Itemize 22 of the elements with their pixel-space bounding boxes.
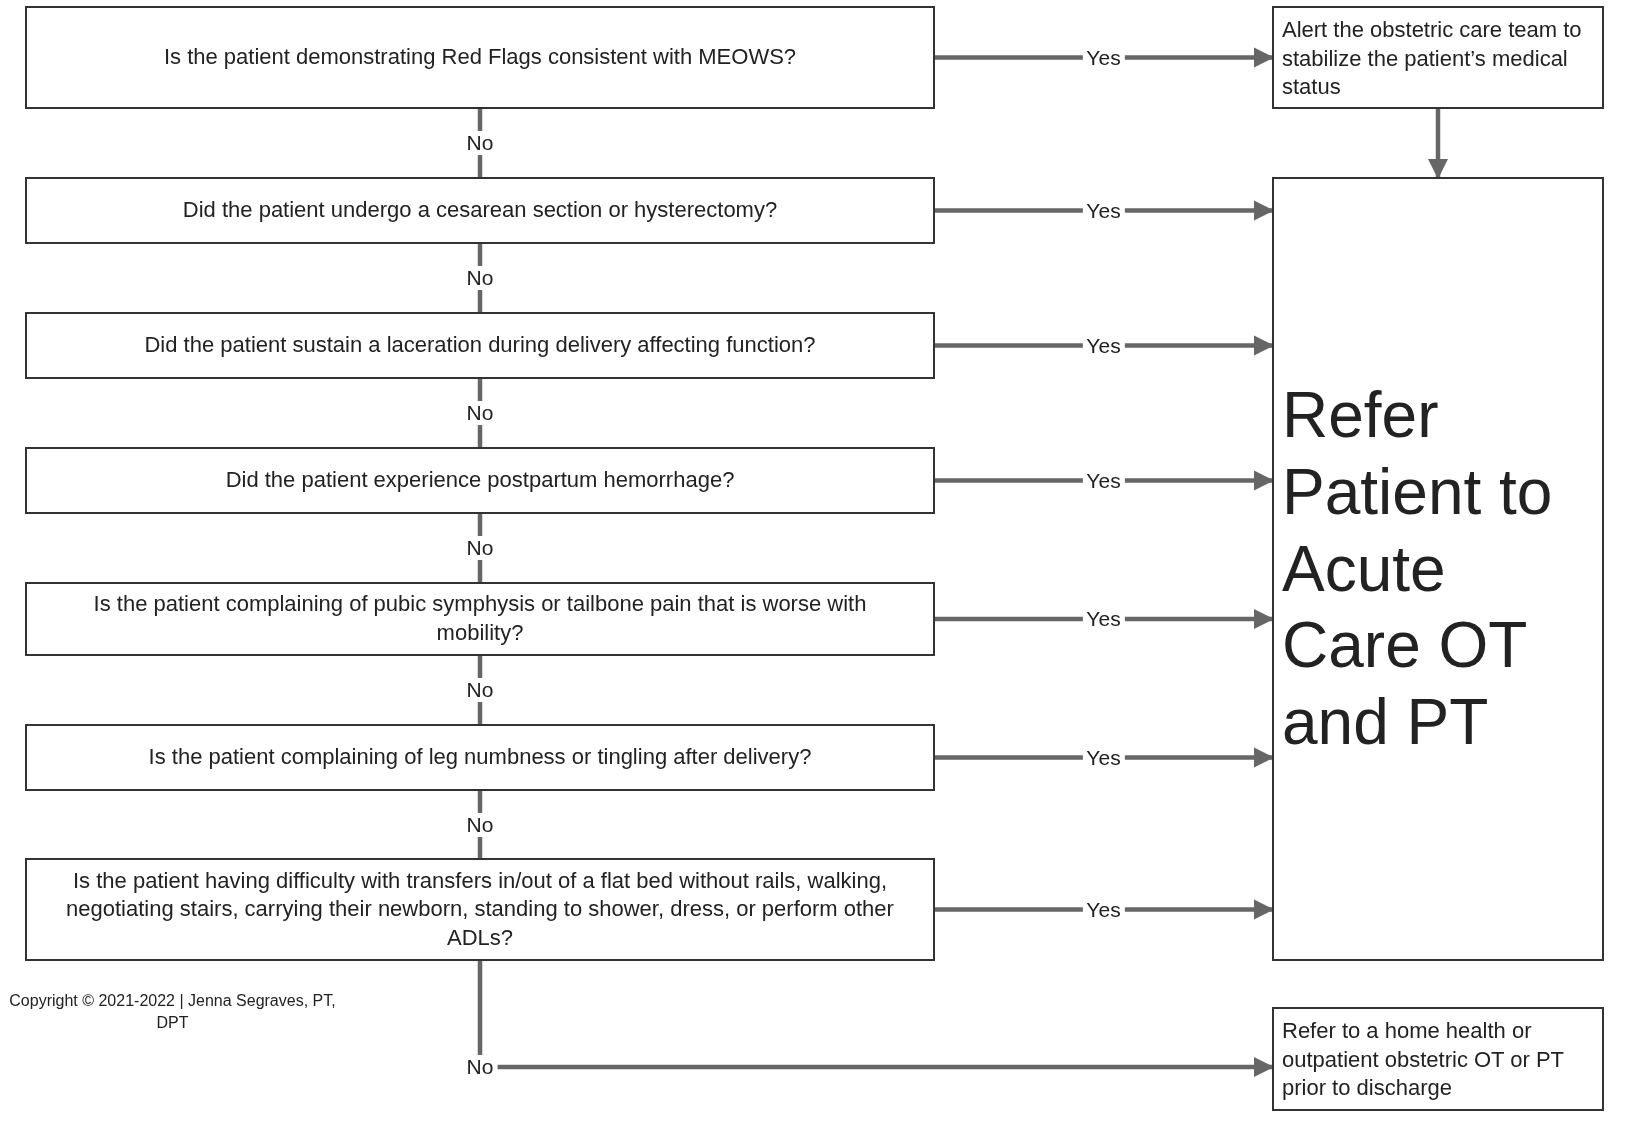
process-box [25, 724, 935, 791]
box-text: Alert the obstetric care team to stabilize the patient’s medical status [1282, 16, 1583, 102]
process-box [25, 582, 935, 656]
box-text: Refer to a home health or outpatient obstetric OT or PT prior to discharge [1282, 1017, 1565, 1103]
process-box [25, 6, 935, 109]
box-text: Is the patient complaining of leg numbness or tingling after delivery? [148, 743, 812, 772]
process-box [1272, 177, 1604, 961]
box-text: Is the patient complaining of pubic symphysis or tailbone pain that is worse with mobility? [92, 590, 868, 647]
process-box [1272, 6, 1604, 109]
process-box [25, 177, 935, 244]
process-box [1272, 1007, 1604, 1111]
arrow [1427, 109, 1449, 180]
box-text: Did the patient sustain a laceration during delivery affecting function? [144, 331, 816, 360]
copyright-note: Copyright © 2021-2022 | Jenna Segraves, PT, DPT [8, 991, 337, 1033]
box-text: Is the patient having difficulty with transfers in/out of a flat bed without rails, walking, negotiating stairs, carrying their newborn, standing to shower, dress, or perform other ADLs? [65, 866, 895, 952]
box-text: Is the patient demonstrating Red Flags consistent with MEOWS? [163, 43, 797, 72]
box-text: Did the patient undergo a cesarean section or hysterectomy? [182, 196, 778, 225]
process-box [25, 447, 935, 514]
box-text: Refer Patient to Acute Care OT and PT [1282, 378, 1554, 761]
process-box [25, 858, 935, 961]
box-text: Did the patient experience postpartum hemorrhage? [225, 466, 735, 495]
process-box [25, 312, 935, 379]
